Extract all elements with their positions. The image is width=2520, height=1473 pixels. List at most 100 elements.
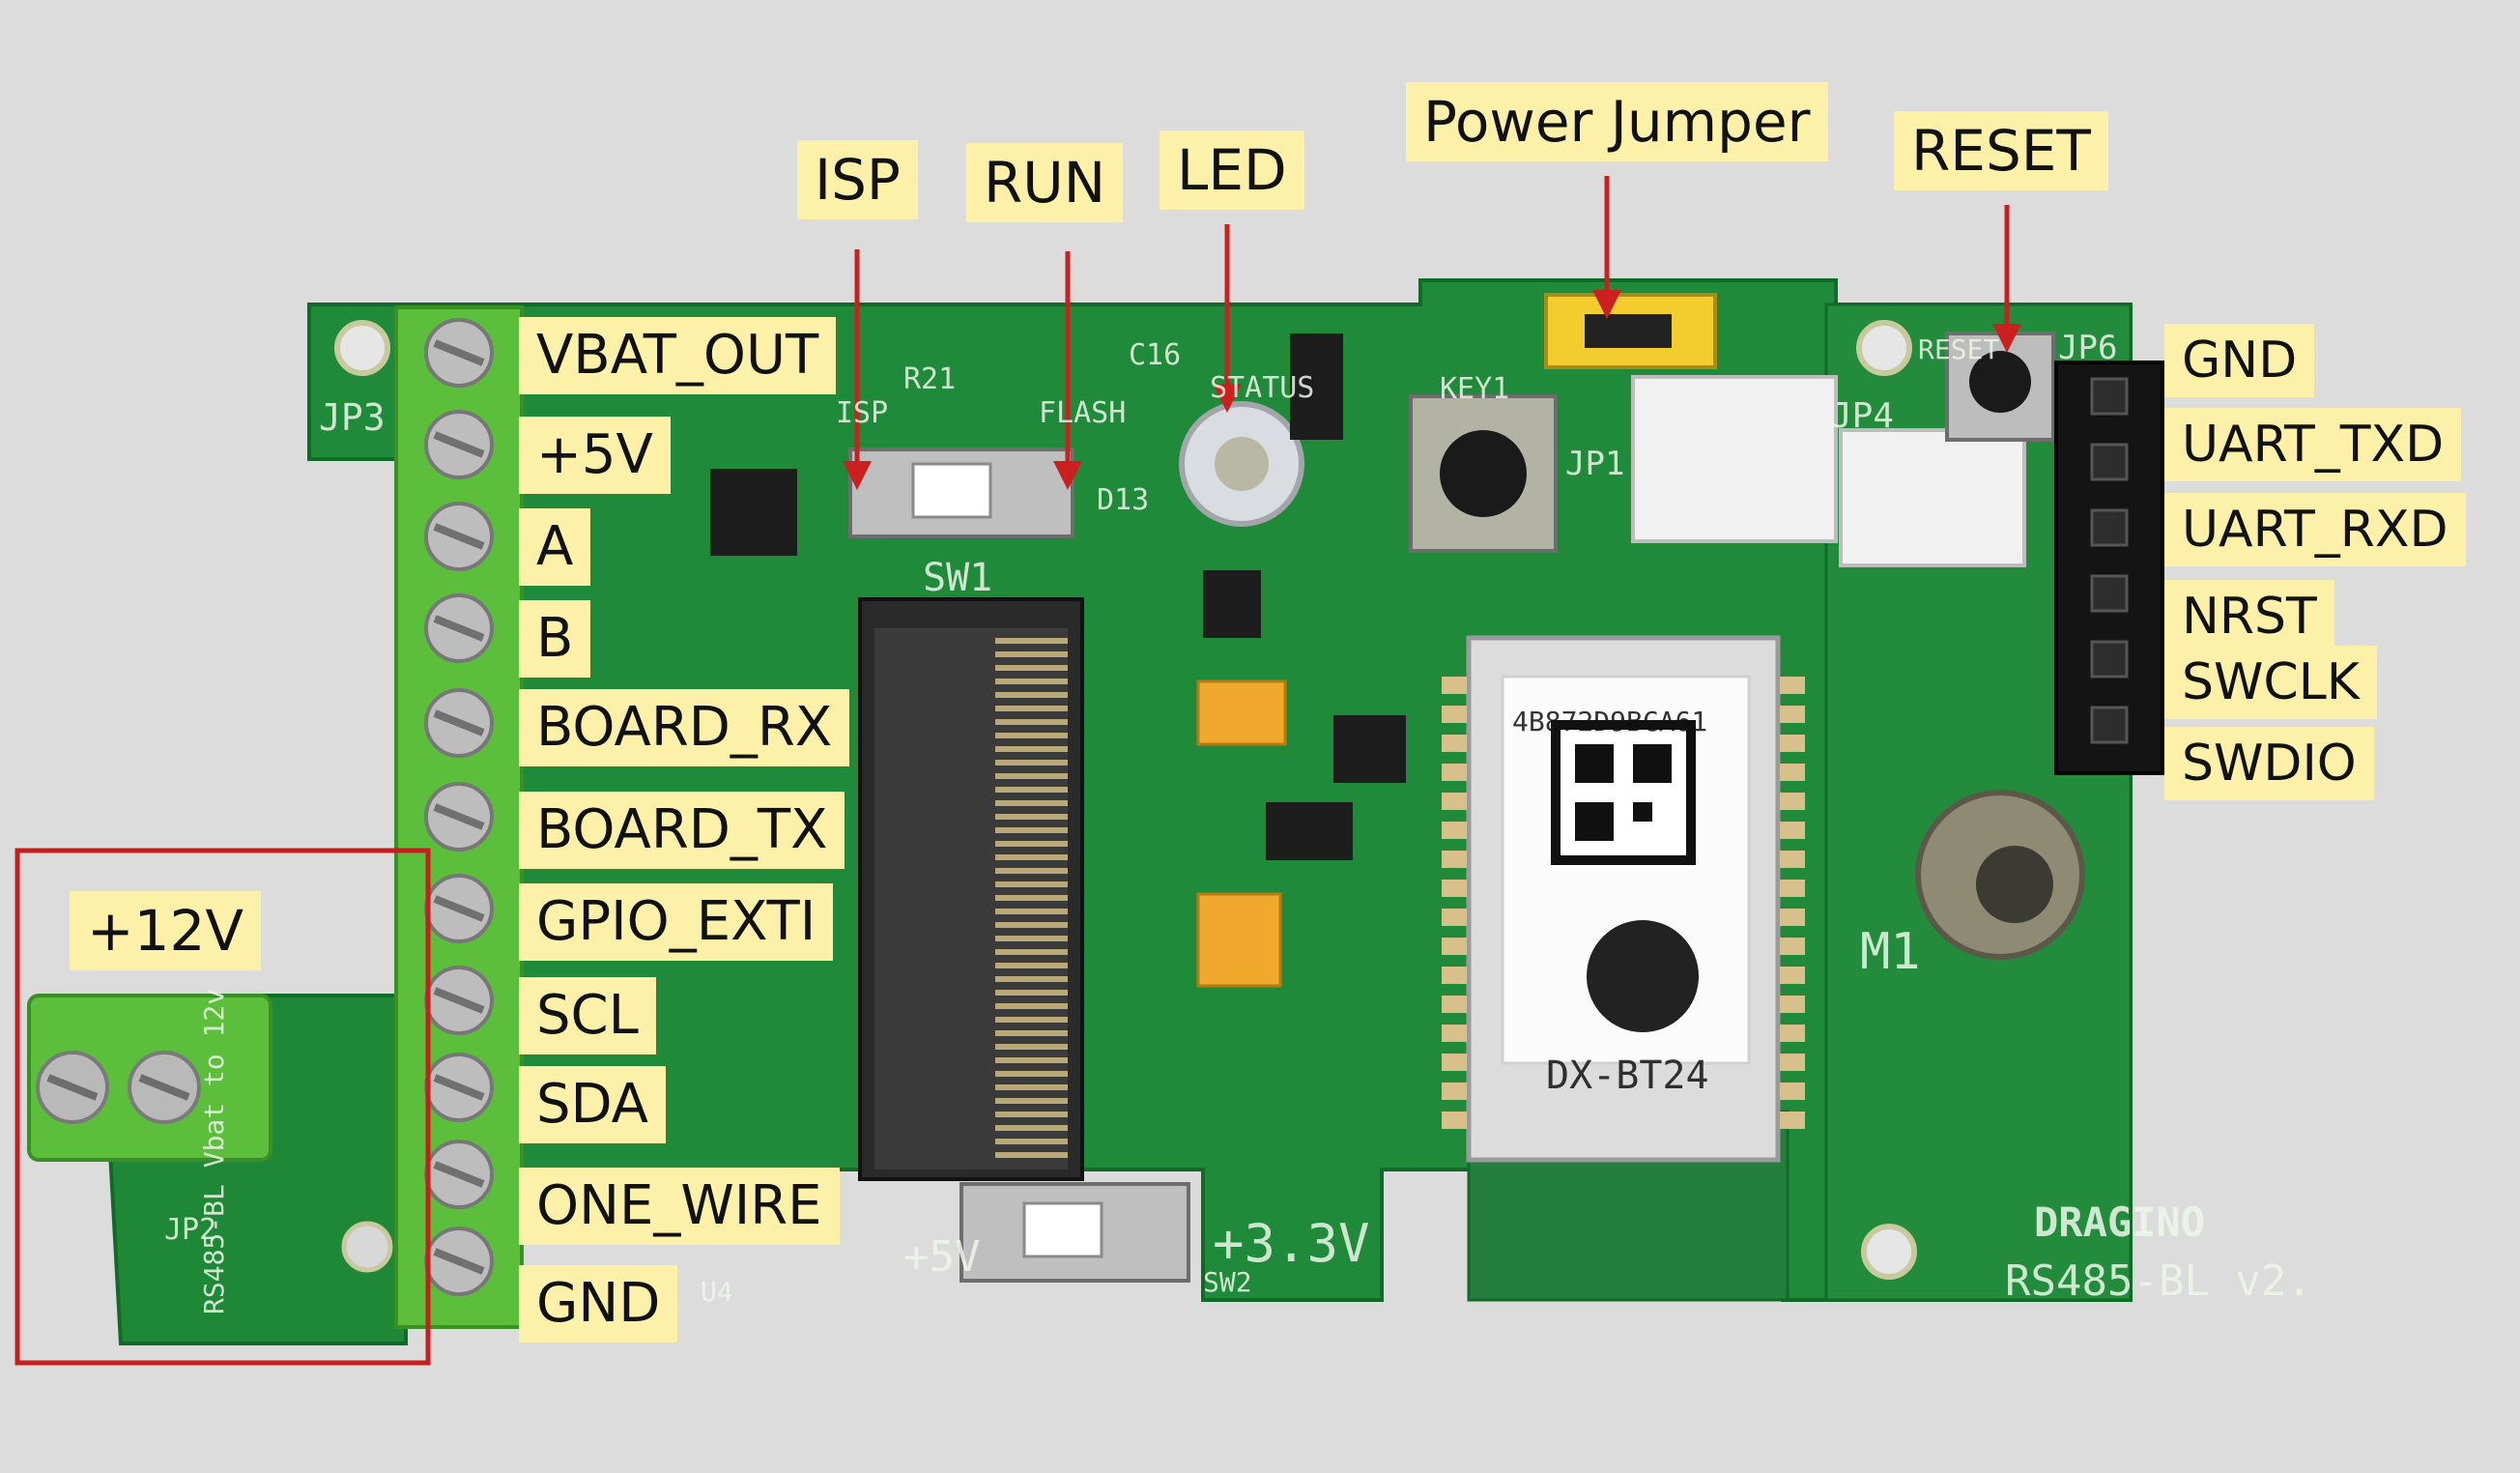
right-pin-label: NRST bbox=[2164, 580, 2334, 653]
silk-v33: +3.3V bbox=[1213, 1213, 1370, 1274]
module-pad bbox=[1780, 909, 1805, 926]
silk-jp6: JP6 bbox=[2058, 329, 2118, 367]
module-pad bbox=[1780, 1112, 1805, 1129]
module-pad bbox=[1442, 1112, 1467, 1129]
connector-pin bbox=[995, 706, 1068, 711]
connector-pin bbox=[995, 1071, 1068, 1077]
screw-slot bbox=[433, 987, 485, 1014]
left-pin-label: GND bbox=[519, 1265, 678, 1343]
pin-header-right bbox=[2054, 361, 2164, 775]
silk-c16: C16 bbox=[1129, 338, 1182, 372]
connector-pin bbox=[995, 746, 1068, 752]
header-pin bbox=[2090, 706, 2129, 744]
screw-slot bbox=[433, 1161, 485, 1188]
module-pad bbox=[1780, 1025, 1805, 1042]
silk-r21: R21 bbox=[903, 362, 957, 396]
module-pad bbox=[1780, 1083, 1805, 1100]
screw-slot bbox=[433, 1248, 485, 1275]
left-pin-label: SCL bbox=[519, 977, 656, 1054]
connector-pin bbox=[995, 1030, 1068, 1036]
connector-pin bbox=[995, 760, 1068, 765]
module-pad bbox=[1442, 677, 1467, 694]
silk-flash: FLASH bbox=[1039, 396, 1127, 430]
connector-pin bbox=[995, 936, 1068, 941]
connector-pin bbox=[995, 1084, 1068, 1090]
header-pins bbox=[2090, 377, 2129, 744]
header-pin bbox=[2090, 574, 2129, 613]
label-12v: +12V bbox=[70, 891, 262, 970]
connector-pin bbox=[995, 1125, 1068, 1131]
module-pad bbox=[1780, 967, 1805, 984]
screw-slot bbox=[433, 615, 485, 642]
connector-pin bbox=[995, 692, 1068, 698]
ic-chip bbox=[1266, 802, 1353, 860]
silk-u4: U4 bbox=[701, 1276, 733, 1308]
right-pin-label: SWDIO bbox=[2164, 727, 2374, 800]
silk-jp1: JP1 bbox=[1565, 445, 1625, 483]
connector-pin bbox=[995, 827, 1068, 833]
mounting-hole bbox=[1861, 1224, 1917, 1280]
ic-chip bbox=[1203, 570, 1261, 638]
left-pin-label: A bbox=[519, 508, 591, 586]
connector-pins bbox=[995, 638, 1068, 1158]
mounting-hole bbox=[341, 1221, 393, 1273]
label-isp: ISP bbox=[797, 140, 918, 219]
silk-module: DX-BT24 bbox=[1546, 1054, 1709, 1098]
connector-pin bbox=[995, 949, 1068, 955]
module-pad bbox=[1780, 764, 1805, 781]
ic-chip bbox=[710, 469, 797, 556]
silk-key1: KEY1 bbox=[1440, 372, 1510, 406]
right-pin-label: UART_RXD bbox=[2164, 493, 2466, 566]
connector-pin bbox=[995, 638, 1068, 644]
connector-pin bbox=[995, 1112, 1068, 1117]
header-pin bbox=[2090, 443, 2129, 481]
silk-sw2: SW2 bbox=[1203, 1266, 1252, 1298]
module-pad bbox=[1442, 764, 1467, 781]
left-pin-label: +5V bbox=[519, 417, 671, 494]
connector-pin bbox=[995, 895, 1068, 901]
label-led: LED bbox=[1160, 130, 1304, 210]
connector-pin bbox=[995, 733, 1068, 738]
terminal-screws bbox=[424, 318, 494, 1296]
power-jumper-header bbox=[1544, 293, 1717, 369]
module-pad bbox=[1442, 822, 1467, 839]
screw-slot bbox=[433, 523, 485, 550]
connector-jp1 bbox=[1631, 375, 1838, 543]
connector-pin bbox=[995, 1098, 1068, 1104]
screw-slot bbox=[433, 431, 485, 458]
silk-jp4: JP4 bbox=[1831, 396, 1895, 436]
connector-pin bbox=[995, 651, 1068, 657]
left-pin-label: VBAT_OUT bbox=[519, 317, 837, 394]
capacitor bbox=[1196, 679, 1287, 746]
connector-pin bbox=[995, 719, 1068, 725]
module-pad bbox=[1442, 793, 1467, 810]
silk-module-id: 4B872D9BCA61 bbox=[1512, 706, 1708, 737]
module-pad bbox=[1442, 1054, 1467, 1071]
mounting-hole bbox=[1856, 320, 1912, 376]
module-pad bbox=[1442, 1025, 1467, 1042]
module-pad bbox=[1780, 938, 1805, 955]
silk-m1: M1 bbox=[1860, 923, 1921, 981]
module-pads bbox=[1442, 677, 1805, 1129]
module-pad bbox=[1442, 938, 1467, 955]
module-pad bbox=[1442, 909, 1467, 926]
module-pad bbox=[1442, 706, 1467, 723]
connector-pin bbox=[995, 976, 1068, 982]
silk-board-name: RS485-BL v2. bbox=[2005, 1256, 2312, 1306]
silk-d13: D13 bbox=[1097, 483, 1150, 517]
module-pad bbox=[1442, 851, 1467, 868]
connector-pin bbox=[995, 881, 1068, 887]
screw-slot bbox=[433, 895, 485, 922]
connector-pin bbox=[995, 1057, 1068, 1063]
left-pin-label: BOARD_RX bbox=[519, 689, 850, 766]
silk-sw1: SW1 bbox=[923, 556, 993, 600]
screw-slot bbox=[433, 1074, 485, 1101]
module-pad bbox=[1442, 735, 1467, 752]
capacitor bbox=[1196, 892, 1282, 988]
left-pin-label: GPIO_EXTI bbox=[519, 883, 834, 961]
ic-chip bbox=[1333, 715, 1406, 783]
header-pin bbox=[2090, 640, 2129, 679]
screw-slot bbox=[433, 709, 485, 736]
module-pad bbox=[1442, 996, 1467, 1013]
